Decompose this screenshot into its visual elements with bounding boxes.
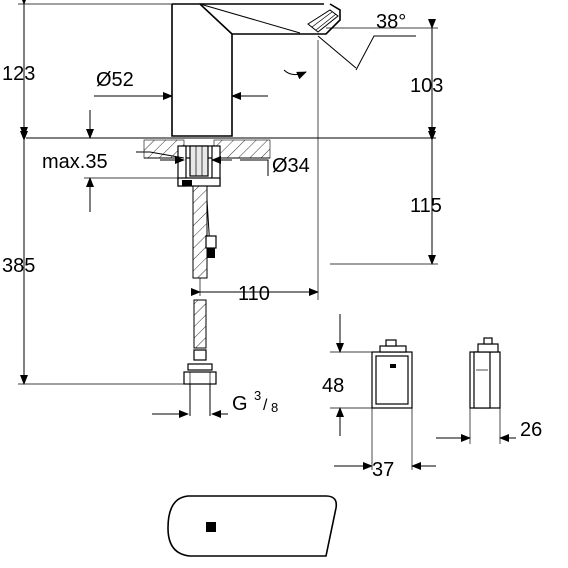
faucet-body	[171, 3, 341, 137]
dim-g-slash: /	[263, 397, 268, 414]
dim-37: 37	[372, 459, 394, 481]
dim-diameter-52: Ø52	[96, 69, 134, 91]
faucet-top-view	[167, 495, 338, 557]
dim-48: 48	[322, 375, 344, 397]
dimension-labels: 123 Ø52 38° 103 max.35 Ø34 115 385 110 G…	[2, 11, 542, 481]
mounting-assembly	[177, 145, 221, 416]
control-box-side	[436, 337, 516, 444]
dim-diameter-34: Ø34	[272, 155, 310, 177]
control-box-front	[330, 314, 436, 470]
dim-385: 385	[2, 255, 35, 277]
dimension-lines	[18, 0, 438, 418]
dim-110: 110	[238, 283, 270, 305]
dim-max-35: max.35	[42, 151, 108, 173]
dim-123: 123	[2, 63, 35, 85]
dim-103: 103	[410, 75, 443, 97]
dim-115: 115	[410, 195, 442, 217]
dim-g-den: 8	[271, 400, 278, 415]
dim-26: 26	[520, 419, 542, 441]
deck-section	[26, 137, 436, 159]
dim-angle-38: 38°	[376, 11, 406, 33]
dim-g-connection: G	[232, 393, 248, 415]
dim-g-num: 3	[254, 388, 261, 403]
